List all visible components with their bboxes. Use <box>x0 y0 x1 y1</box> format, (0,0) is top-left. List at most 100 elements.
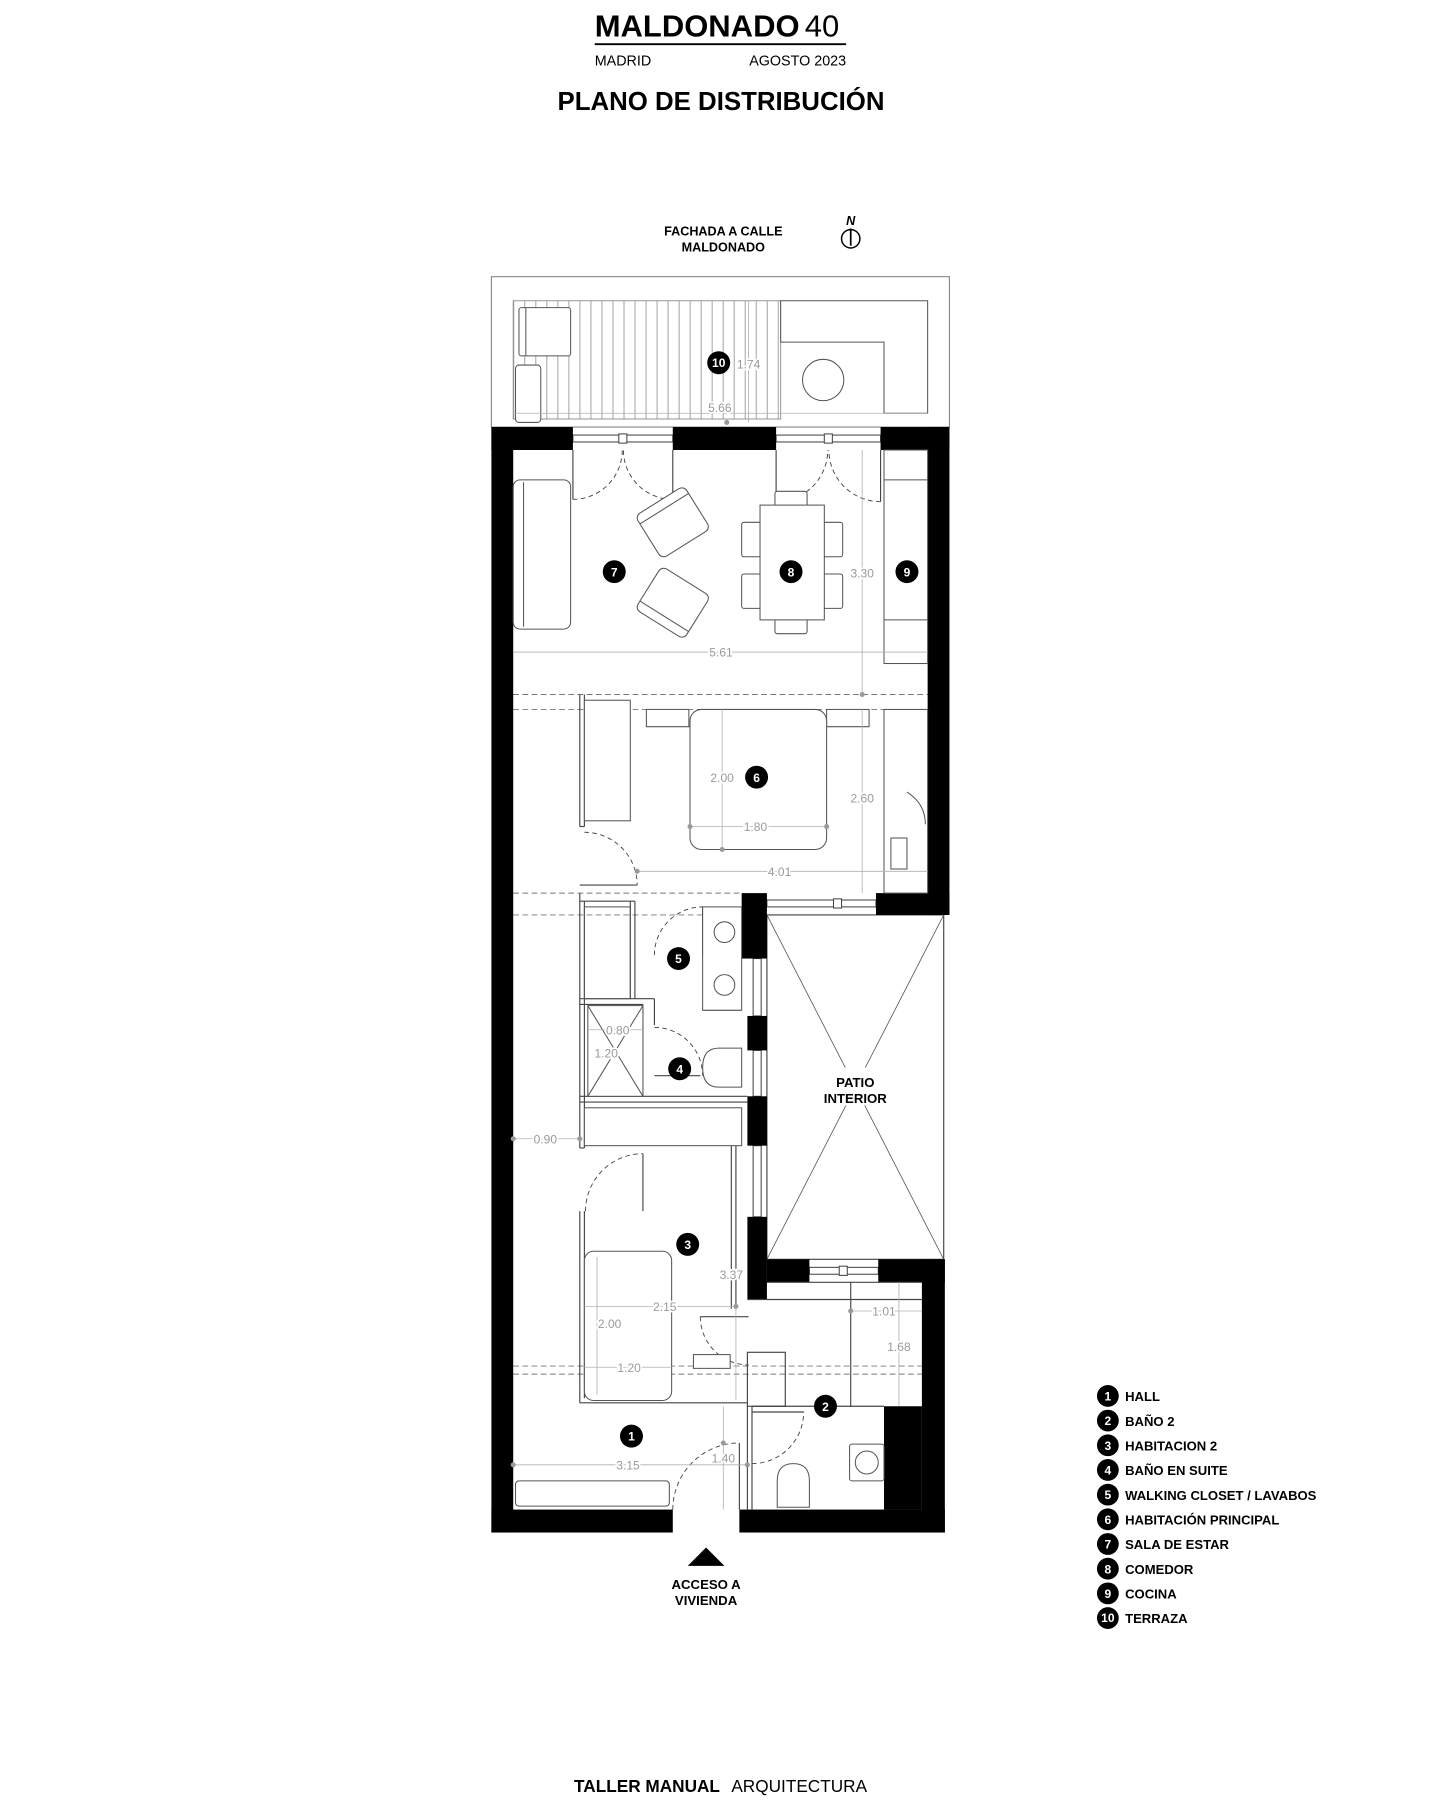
dimension-lines <box>510 300 928 1510</box>
dimension-dot <box>733 1303 739 1309</box>
legend-marker <box>1096 1409 1119 1432</box>
wall-shaft <box>884 1406 922 1510</box>
legend-item: 1 HALL <box>1096 1385 1160 1407</box>
nightstand <box>645 708 690 728</box>
terrace-round-table <box>801 358 845 402</box>
project-city: MADRID <box>595 53 652 69</box>
room-marker-number: 8 <box>788 565 795 579</box>
legend-marker <box>1096 1557 1119 1580</box>
legend-label: BAÑO EN SUITE <box>1125 1463 1228 1478</box>
dimension-dot <box>634 868 640 874</box>
room-marker-living-room: 7 <box>602 560 626 584</box>
room-marker-circle <box>779 560 803 584</box>
room-markers: 1 2 3 4 5 6 7 8 <box>602 351 919 1448</box>
living-room-furniture <box>512 479 709 638</box>
wall-east-upper <box>927 427 950 915</box>
terrace-lounger <box>518 307 572 357</box>
legend-number: 3 <box>1105 1439 1112 1453</box>
north-arrow-icon: N <box>840 214 861 249</box>
wall-west <box>491 427 514 1533</box>
room-marker-circle <box>602 560 626 584</box>
plan-title: PLANO DE DISTRIBUCIÓN <box>558 86 885 116</box>
room-legend: 1 HALL 2 BAÑO 2 3 HABITACION 2 4 BAÑO EN… <box>1096 1385 1317 1629</box>
room-marker-circle <box>619 1424 643 1448</box>
room-marker-number: 7 <box>611 565 618 579</box>
window-mullion <box>618 433 628 444</box>
legend-item: 10 TERRAZA <box>1096 1607 1188 1629</box>
room-marker-circle <box>707 351 731 375</box>
room-marker-master-bedroom: 6 <box>745 765 769 789</box>
legend-label: WALKING CLOSET / LAVABOS <box>1125 1488 1317 1503</box>
legend-marker <box>1096 1508 1119 1531</box>
room-marker-circle <box>895 560 919 584</box>
window-patio-west <box>752 958 762 1017</box>
legend-number: 1 <box>1105 1390 1112 1404</box>
dining-chair <box>821 521 844 558</box>
room-marker-circle <box>667 947 691 971</box>
wall-east-lower <box>921 1259 945 1533</box>
washbasin <box>854 1450 879 1475</box>
legend-marker <box>1096 1385 1119 1407</box>
patio-outline <box>766 914 945 1260</box>
terrace <box>490 276 951 428</box>
project-name: MALDONADO <box>595 9 800 44</box>
legend-number: 2 <box>1105 1414 1112 1428</box>
window-patio-west <box>752 1145 762 1218</box>
dimension-label: 1.01 <box>872 1305 896 1319</box>
armchair-body <box>636 567 709 638</box>
door-swing <box>572 449 623 500</box>
dimension-dot <box>719 846 725 853</box>
armchair-body <box>636 487 709 558</box>
dimension-label: 2.00 <box>598 1317 622 1331</box>
door-swing <box>584 831 638 886</box>
room-marker-circle <box>668 1057 692 1081</box>
dimension-label: 1.68 <box>887 1340 911 1354</box>
legend-number: 9 <box>1105 1587 1112 1601</box>
legend-item: 6 HABITACIÓN PRINCIPAL <box>1096 1508 1279 1531</box>
wall-patio-west <box>747 1216 767 1300</box>
patio-label-line1: PATIO <box>836 1075 874 1090</box>
walking-closet-furniture <box>583 906 743 1011</box>
entrance-label-line1: ACCESO A <box>672 1577 742 1592</box>
kitchen-furniture <box>883 449 929 665</box>
room-marker-number: 9 <box>904 565 911 579</box>
project-number: 40 <box>805 9 839 44</box>
terrace-bench <box>780 300 929 414</box>
legend-item: 2 BAÑO 2 <box>1096 1409 1175 1432</box>
bath-2-fixtures <box>776 1443 885 1508</box>
room-marker-walking-closet: 5 <box>667 947 691 971</box>
room-marker-number: 10 <box>712 356 726 370</box>
dimension-label: 0.90 <box>534 1132 558 1146</box>
studio-name-bold: TALLER MANUAL <box>574 1776 720 1796</box>
legend-item: 9 COCINA <box>1096 1582 1177 1605</box>
door-swing <box>751 1411 805 1465</box>
dimension-label: 2.60 <box>850 791 874 805</box>
room-marker-bath-2: 2 <box>813 1394 837 1418</box>
legend-item: 7 SALA DE ESTAR <box>1096 1533 1230 1555</box>
legend-marker <box>1096 1582 1119 1605</box>
dimension-label: 1.40 <box>712 1452 736 1466</box>
dimension-dot <box>510 1462 516 1468</box>
dimension-label: 1.74 <box>737 357 761 371</box>
legend-label: TERRAZA <box>1125 1611 1188 1626</box>
ensuite-bath-fixtures <box>587 1005 743 1097</box>
wall-patio-south <box>766 1259 810 1283</box>
nightstand <box>826 708 870 728</box>
room-marker-bedroom-2: 3 <box>676 1232 700 1256</box>
dimension-dot <box>824 824 830 830</box>
legend-number: 6 <box>1105 1513 1112 1527</box>
wall-patio-west <box>747 1015 767 1051</box>
patio-label-bg <box>820 1067 890 1106</box>
room-marker-number: 5 <box>675 952 682 966</box>
room-marker-ensuite-bath: 4 <box>668 1057 692 1081</box>
dimension-dot <box>724 419 730 425</box>
dimension-label: 1.20 <box>617 1361 641 1375</box>
room-marker-number: 4 <box>676 1062 683 1076</box>
dimension-label: 5.61 <box>709 646 733 660</box>
walls <box>491 427 950 1533</box>
legend-label: SALA DE ESTAR <box>1125 1537 1229 1552</box>
facade-label-line2: MALDONADO <box>682 240 766 254</box>
dimension-labels: 1.74 5.66 3.30 5.61 2.00 1.80 2.60 4.01 … <box>532 356 913 1474</box>
single-bed <box>583 1250 673 1402</box>
